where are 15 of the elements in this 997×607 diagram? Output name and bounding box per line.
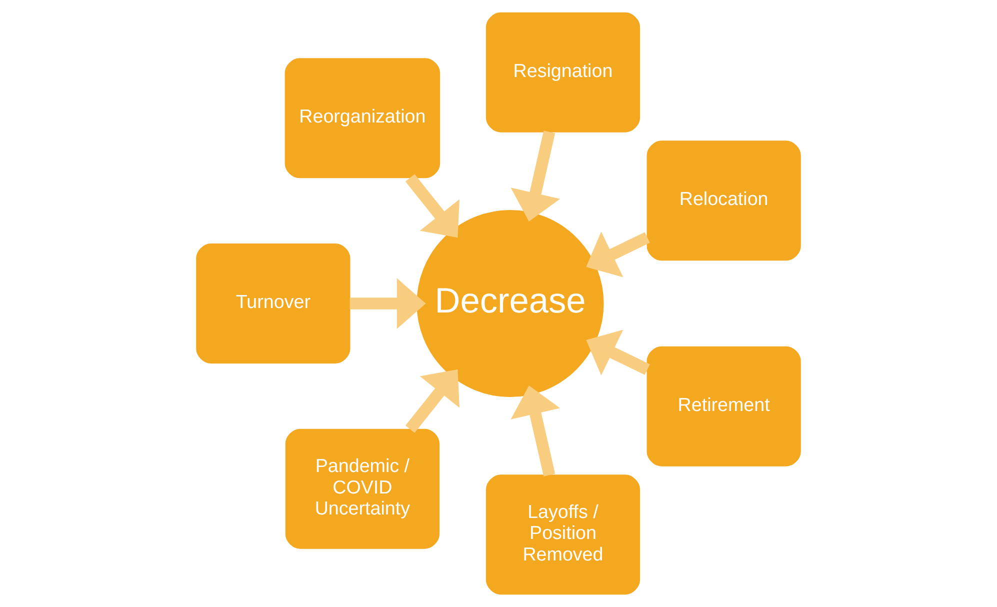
arrow <box>586 330 650 376</box>
arrow <box>405 174 460 238</box>
node-circle: Decrease <box>416 210 604 398</box>
arrow <box>405 369 460 433</box>
arrow <box>586 232 650 278</box>
arrow <box>350 278 426 329</box>
node-box: Turnover <box>196 244 350 364</box>
arrow <box>510 130 560 222</box>
node-box: Pandemic / COVID Uncertainty <box>285 428 440 549</box>
node-box: Relocation <box>646 140 801 261</box>
node-box: Reorganization <box>284 58 440 178</box>
node-box: Resignation <box>486 12 640 132</box>
arrow <box>510 386 560 476</box>
node-box: Layoffs / Position Removed <box>486 474 640 595</box>
node-box: Retirement <box>646 346 801 466</box>
